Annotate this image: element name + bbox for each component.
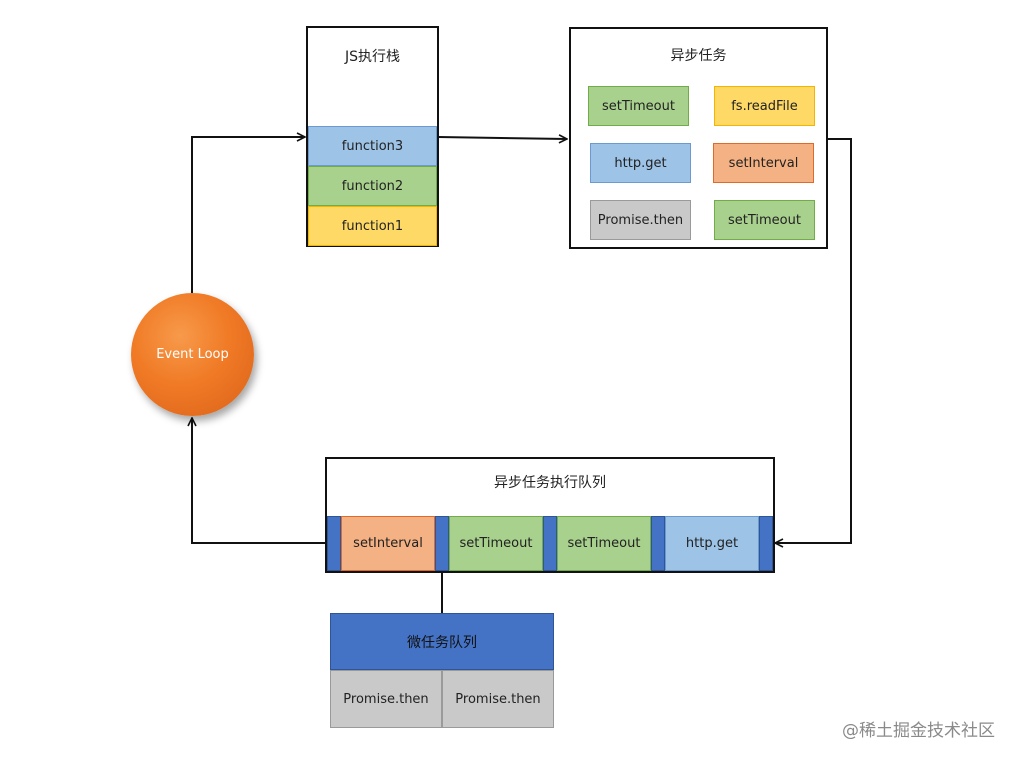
queue-separator bbox=[759, 516, 773, 571]
queue-item-settimeout-1: setTimeout bbox=[449, 516, 543, 571]
async-task-promise-then: Promise.then bbox=[590, 200, 691, 240]
async-task-settimeout-1: setTimeout bbox=[588, 86, 689, 126]
event-loop: Event Loop bbox=[131, 293, 254, 416]
microtask-item-promise-then-2: Promise.then bbox=[442, 670, 554, 728]
microtask-item-promise-then-1: Promise.then bbox=[330, 670, 442, 728]
async-tasks: 异步任务 setTimeout fs.readFile http.get set… bbox=[569, 27, 828, 249]
task-queue-title: 异步任务执行队列 bbox=[494, 475, 606, 491]
async-task-settimeout-2: setTimeout bbox=[714, 200, 815, 240]
queue-separator bbox=[435, 516, 449, 571]
queue-separator bbox=[327, 516, 341, 571]
microtask-queue-title: 微任务队列 bbox=[330, 613, 554, 670]
arrow-stack-to-async bbox=[437, 137, 567, 139]
stack-item-function1: function1 bbox=[308, 206, 437, 246]
stack-item-function2: function2 bbox=[308, 166, 437, 206]
arrow-queue-to-loop bbox=[192, 418, 327, 544]
task-queue: 异步任务执行队列 setInterval setTimeout setTimeo… bbox=[325, 457, 775, 573]
watermark: @稀土掘金技术社区 bbox=[842, 721, 995, 741]
async-tasks-title: 异步任务 bbox=[670, 48, 727, 64]
async-task-http-get: http.get bbox=[590, 143, 691, 183]
stack-item-function3: function3 bbox=[308, 126, 437, 166]
js-stack: JS执行栈 function3 function2 function1 bbox=[306, 26, 439, 247]
js-stack-title: JS执行栈 bbox=[344, 49, 400, 65]
queue-separator bbox=[543, 516, 557, 571]
async-task-fs-readfile: fs.readFile bbox=[714, 86, 815, 126]
queue-item-setinterval: setInterval bbox=[341, 516, 435, 571]
queue-item-settimeout-2: setTimeout bbox=[557, 516, 651, 571]
microtask-queue: 微任务队列 Promise.then Promise.then bbox=[330, 613, 554, 729]
async-task-setinterval: setInterval bbox=[713, 143, 814, 183]
event-loop-label: Event Loop bbox=[156, 347, 229, 362]
arrow-loop-to-stack bbox=[191, 137, 305, 293]
queue-item-http-get: http.get bbox=[665, 516, 759, 571]
arrow-async-to-queue bbox=[775, 138, 852, 543]
queue-separator bbox=[651, 516, 665, 571]
